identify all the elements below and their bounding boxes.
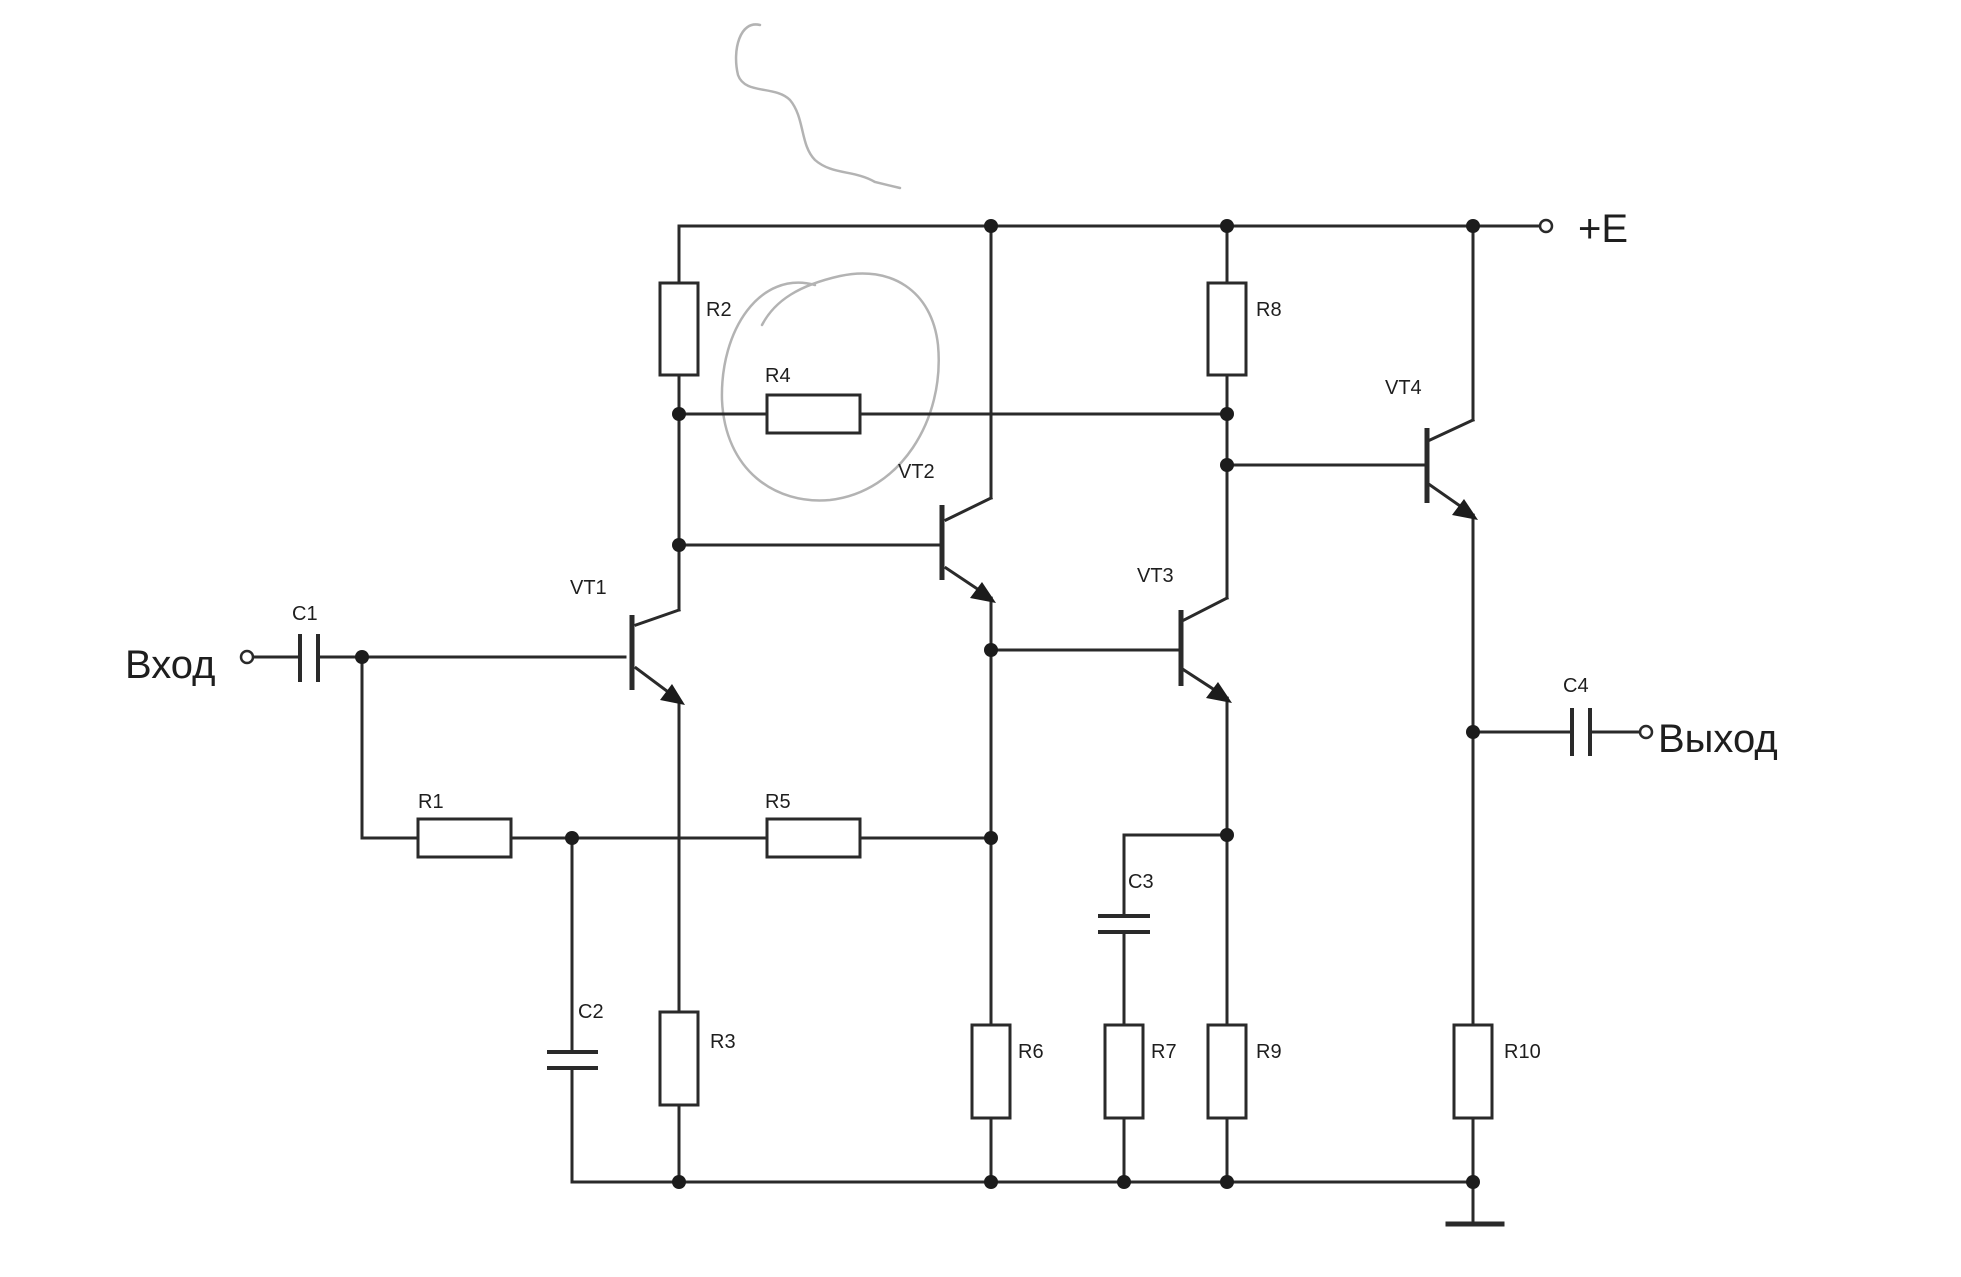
label-c2: C2: [578, 1001, 604, 1023]
resistor-r6-body: [970, 1023, 1012, 1120]
resistor-r5-body: [765, 817, 862, 859]
label-r2: R2: [706, 299, 732, 321]
label-c1: C1: [292, 603, 318, 625]
resistor-r8-body: [1206, 281, 1248, 377]
resistor-r4-body: [765, 393, 862, 435]
label-vt1: VT1: [570, 577, 607, 599]
output-label: Выход: [1658, 717, 1778, 761]
output-terminal: [1638, 724, 1654, 740]
input-label: Вход: [125, 643, 216, 687]
pencil-circle: [720, 272, 940, 502]
capacitor-c1-symbol: [298, 634, 320, 682]
label-r6: R6: [1018, 1041, 1044, 1063]
label-r10: R10: [1504, 1041, 1541, 1063]
label-r7: R7: [1151, 1041, 1177, 1063]
input-terminal: [239, 649, 255, 665]
label-r5: R5: [765, 791, 791, 813]
supply-terminal: [1538, 218, 1554, 234]
transistor-vt4-symbol: [1424, 428, 1478, 520]
label-r3: R3: [710, 1031, 736, 1053]
label-r4: R4: [765, 365, 791, 387]
resistor-r2-body: [658, 281, 700, 377]
capacitor-c2-symbol: [547, 1050, 598, 1070]
resistor-r7-body: [1103, 1023, 1145, 1120]
supply-label: +E: [1578, 207, 1628, 251]
transistor-vt1-symbol: [629, 615, 685, 705]
capacitor-c4-symbol: [1570, 708, 1592, 756]
label-vt3: VT3: [1137, 565, 1174, 587]
label-c3: C3: [1128, 871, 1154, 893]
label-r8: R8: [1256, 299, 1282, 321]
transistor-vt2-symbol: [939, 505, 996, 603]
label-c4: C4: [1563, 675, 1589, 697]
resistor-r10-body: [1452, 1023, 1494, 1120]
label-r9: R9: [1256, 1041, 1282, 1063]
label-r1: R1: [418, 791, 444, 813]
label-vt4: VT4: [1385, 377, 1422, 399]
resistor-r3-body: [658, 1010, 700, 1107]
resistor-r1-body: [416, 817, 513, 859]
pencil-squiggle: [734, 23, 902, 190]
wires: [251, 224, 1642, 1227]
capacitor-c3-symbol: [1098, 914, 1150, 934]
transistor-vt3-symbol: [1178, 610, 1232, 703]
junction-dots: [355, 219, 1480, 1189]
resistor-r9-body: [1206, 1023, 1248, 1120]
label-vt2: VT2: [898, 461, 935, 483]
